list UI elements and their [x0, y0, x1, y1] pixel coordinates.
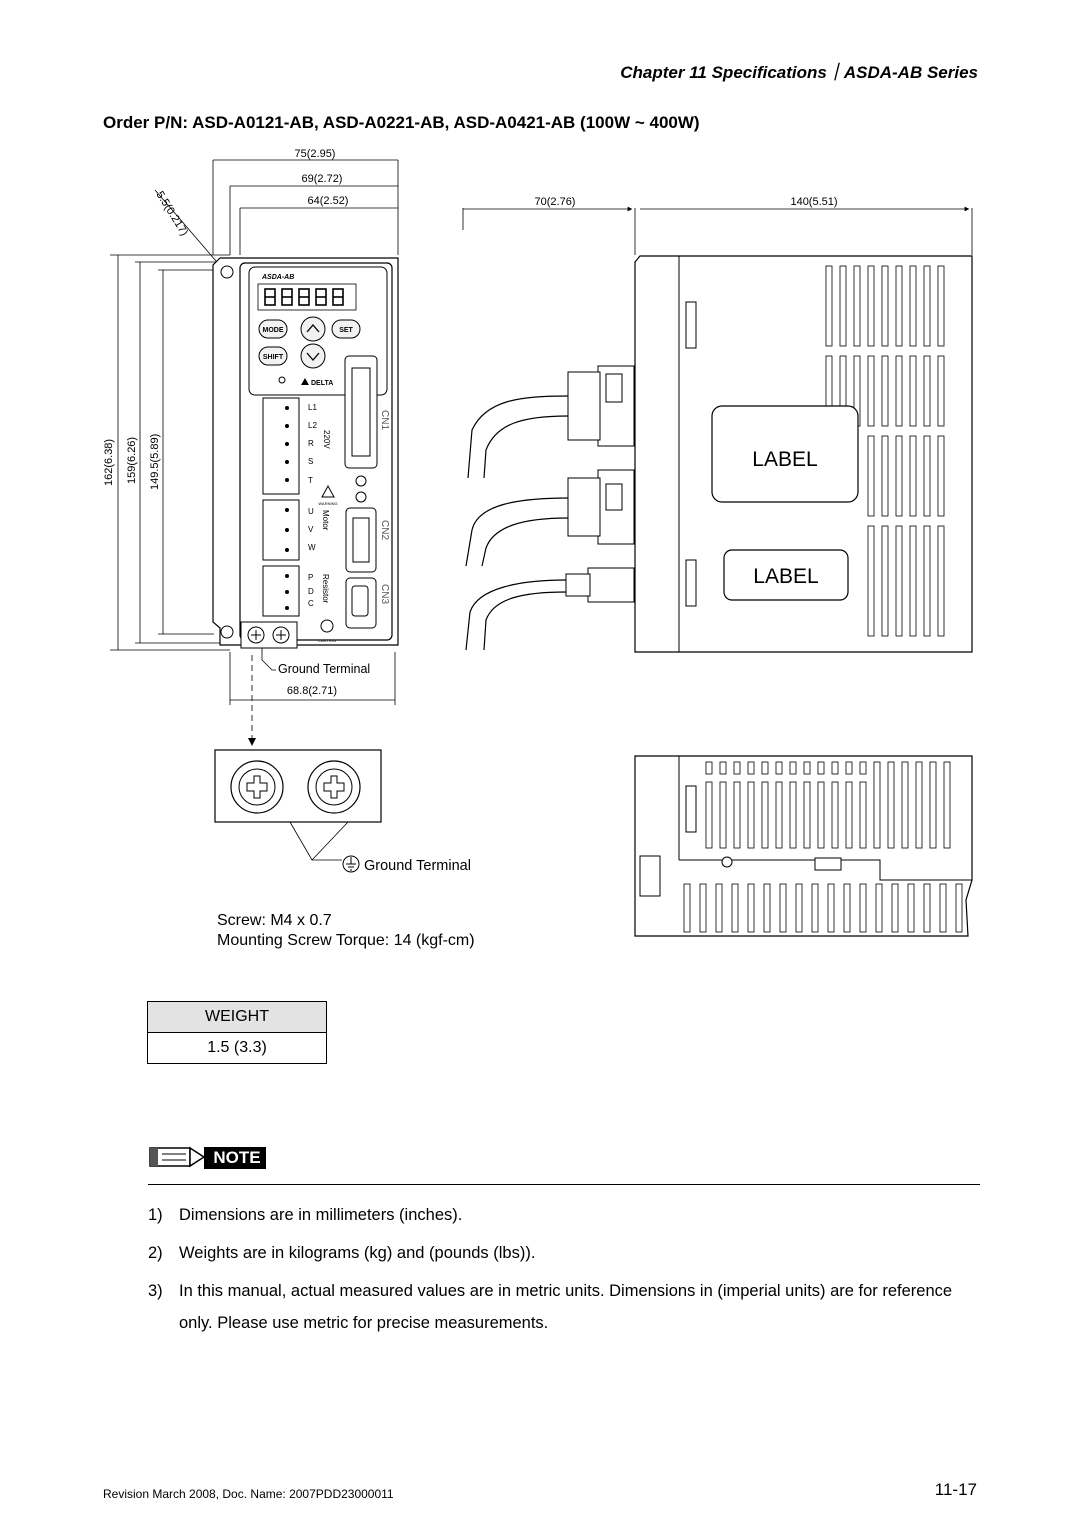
dim-height-mid: 159(6.26): [126, 437, 138, 484]
terminal-d: D: [308, 587, 314, 596]
note-text: Dimensions are in millimeters (inches).: [179, 1206, 463, 1224]
note-item: 1) Dimensions are in millimeters (inches…: [148, 1199, 978, 1231]
label-text-2: LABEL: [753, 565, 818, 588]
up-button: [300, 316, 326, 342]
servo-drive-bottom-view: [634, 755, 973, 937]
weight-header-cell: WEIGHT: [147, 1001, 327, 1033]
warning-text: WARNING: [318, 501, 337, 506]
motor-label: Motor: [321, 510, 330, 531]
mounting-torque: Mounting Screw Torque: 14 (kgf-cm): [217, 932, 475, 949]
weight-table-header-row: WEIGHT: [147, 1001, 327, 1033]
shift-button: [258, 346, 288, 366]
mode-button: [258, 319, 288, 339]
weight-table: WEIGHT 1.5 (3.3): [147, 1001, 327, 1064]
ground-terminal-label-front: Ground Terminal: [278, 662, 370, 676]
terminal-v: V: [308, 525, 314, 534]
shift-button-label: SHIFT: [263, 354, 284, 361]
voltage-label: 220V: [322, 430, 331, 449]
note-number: 2): [148, 1244, 163, 1262]
dim-hole: 5.5(0.217): [153, 189, 190, 238]
terminal-t: T: [308, 476, 313, 485]
chapter-header: Chapter 11 Specifications｜ASDA-AB Series: [620, 63, 978, 82]
set-button-label: SET: [339, 327, 353, 334]
seven-segment-display: [264, 288, 344, 306]
dim-height-inner: 149.5(5.89): [149, 434, 161, 490]
dim-depth-connector: 70(2.76): [535, 196, 576, 208]
note-item: 2) Weights are in kilograms (kg) and (po…: [148, 1237, 978, 1269]
terminal-l1: L1: [308, 403, 317, 412]
dim-width-overall: 75(2.95): [295, 148, 336, 160]
cn2-label: CN2: [379, 520, 390, 540]
note-number: 3): [148, 1282, 163, 1300]
down-button: [300, 343, 326, 369]
cn3-label: CN3: [379, 584, 390, 604]
terminal-r: R: [308, 439, 314, 448]
brand-logo-text: DELTA: [311, 380, 333, 387]
servo-drive-side-view: [465, 255, 973, 653]
weight-table-row: 1.5 (3.3): [147, 1032, 327, 1064]
pencil-icon: [149, 1146, 266, 1169]
panel-model-text: ASDA-AB: [261, 274, 294, 281]
note-badge-label: NOTE: [213, 1148, 261, 1167]
label-box-2: [723, 549, 849, 601]
weight-value-cell: 1.5 (3.3): [147, 1032, 327, 1064]
terminal-p: P: [308, 573, 313, 582]
note-divider: [148, 1184, 980, 1185]
footer-revision: Revision March 2008, Doc. Name: 2007PDD2…: [103, 1487, 394, 1501]
terminal-l2: L2: [308, 421, 317, 430]
label-box-1: [711, 405, 859, 503]
label-text-1: LABEL: [752, 448, 817, 471]
dimension-drawing: 75(2.95) 69(2.72) 64(2.52) 5.5(0.217) 16…: [103, 148, 973, 949]
mode-button-label: MODE: [263, 327, 284, 334]
dim-width-mid: 69(2.72): [302, 173, 343, 185]
note-number: 1): [148, 1206, 163, 1224]
order-part-number-title: Order P/N: ASD-A0121-AB, ASD-A0221-AB, A…: [103, 113, 700, 132]
dim-width-inner: 64(2.52): [308, 195, 349, 207]
dim-depth-body: 140(5.51): [790, 196, 837, 208]
note-badge: NOTE: [148, 1144, 268, 1170]
terminal-s: S: [308, 457, 313, 466]
dim-bottom-width: 68.8(2.71): [287, 685, 337, 697]
cn1-label: CN1: [379, 410, 390, 430]
ground-terminal-detail: [214, 749, 382, 873]
screw-spec: Screw: M4 x 0.7: [217, 912, 332, 929]
note-item: 3) In this manual, actual measured value…: [148, 1275, 978, 1339]
resistor-label: Resistor: [321, 574, 330, 604]
caution-text: CAUTION: [318, 638, 336, 643]
note-text: Weights are in kilograms (kg) and (pound…: [179, 1244, 536, 1262]
set-button: [331, 319, 361, 339]
dim-height-overall: 162(6.38): [103, 439, 115, 486]
page-number: 11-17: [934, 1480, 977, 1499]
notes-list: 1) Dimensions are in millimeters (inches…: [148, 1199, 978, 1345]
servo-drive-front-view: ASDA-AB MODE SET SHIFT DELTA: [212, 257, 399, 671]
terminal-c: C: [308, 599, 314, 608]
terminal-w: W: [308, 543, 316, 552]
note-text: In this manual, actual measured values a…: [179, 1282, 953, 1332]
ground-terminal-label-detail: Ground Terminal: [364, 858, 471, 874]
terminal-u: U: [308, 507, 314, 516]
